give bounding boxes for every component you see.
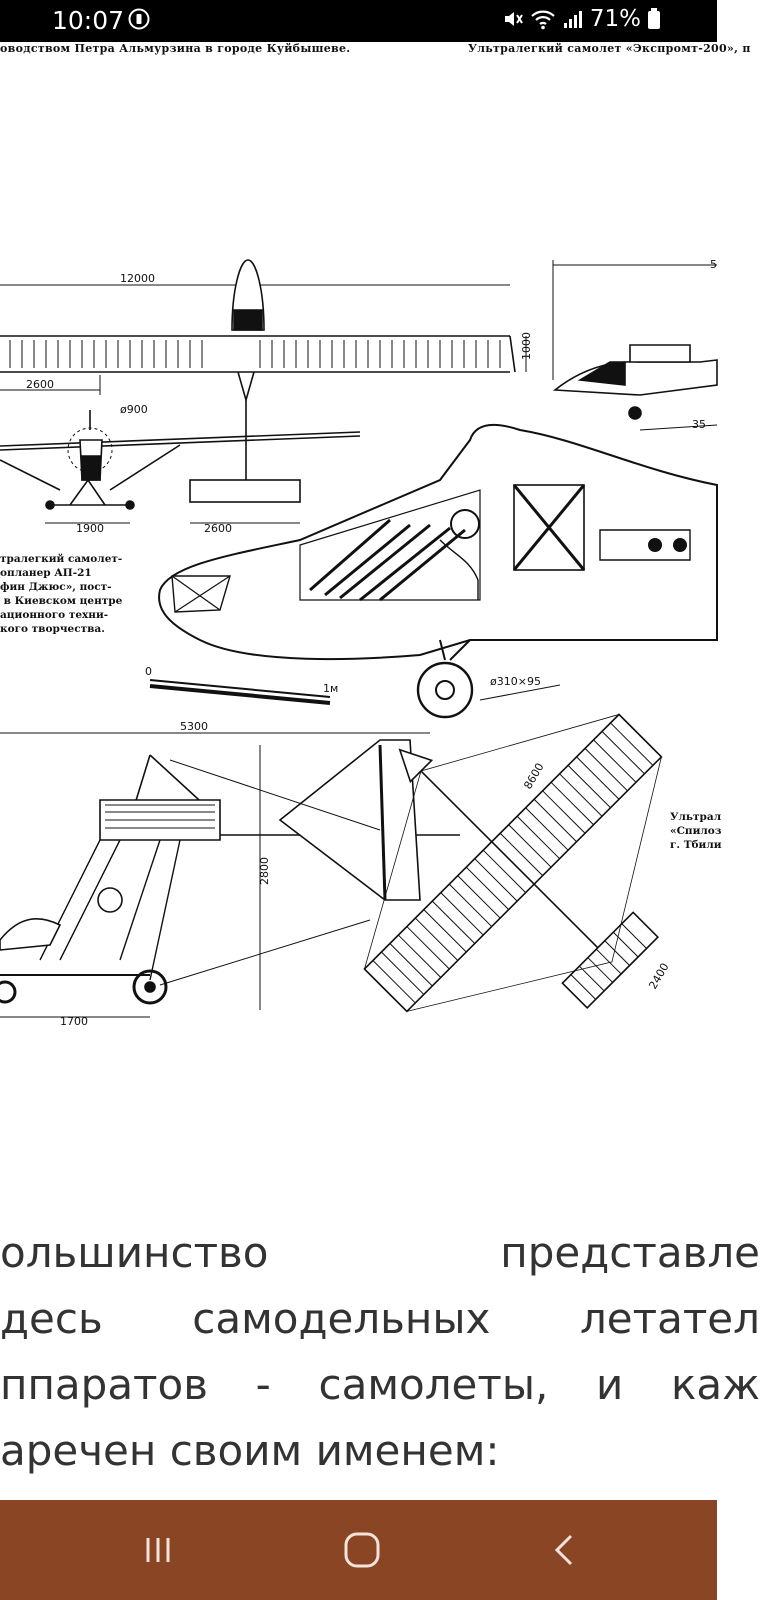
dim-12000: 12000 (120, 272, 155, 285)
article-line-2: десь самодельных летател (0, 1294, 760, 1343)
article-line-4: аречен своим именем: (0, 1426, 500, 1475)
ekspromt-side-view (552, 260, 718, 431)
status-time: 10:07 (52, 6, 125, 35)
note-spiloz: Ультрал «Спилоз г. Тбили (670, 811, 722, 851)
dim-wheel: ø310×95 (490, 675, 541, 688)
battery-icon (648, 8, 660, 29)
dim-35: 35 (692, 418, 706, 431)
dim-5300: 5300 (180, 720, 208, 733)
article-text: ольшинство представле десь самодельных л… (0, 1220, 760, 1484)
dim-5: 5 (710, 258, 717, 271)
dim-2600b: 2600 (204, 522, 232, 535)
do-not-disturb-icon (128, 8, 150, 30)
article-content[interactable]: оводством Петра Альмурзина в городе Куйб… (0, 42, 760, 1500)
dim-1700: 1700 (60, 1015, 88, 1028)
ap21-front-view (0, 259, 527, 503)
recent-apps-icon[interactable] (128, 1530, 188, 1570)
back-icon[interactable] (535, 1530, 595, 1570)
article-line-1: ольшинство представле (0, 1228, 760, 1277)
scan-caption-right: Ультралегкий самолет «Экспромт-200», п (468, 42, 751, 55)
wifi-icon (531, 10, 555, 30)
article-line-3: ппаратов - самолеты, и каж (0, 1360, 760, 1409)
dim-8600: 8600 (521, 761, 546, 792)
aircraft-blueprint-image: 12000 1000 2600 ø900 1900 2600 (0, 258, 718, 1028)
signal-icon (563, 11, 582, 28)
scan-caption-left: оводством Петра Альмурзина в городе Куйб… (0, 42, 351, 55)
dim-2800: 2800 (258, 857, 271, 885)
dim-2400: 2400 (646, 961, 671, 992)
spiloz-plan-view (363, 713, 663, 1013)
battery-percent: 71% (589, 6, 641, 32)
dim-2600a: 2600 (26, 378, 54, 391)
note-ap21: тралегкий самолет- опланер АП-21 фин Джю… (0, 553, 123, 635)
mute-icon (504, 12, 523, 26)
status-bar: 10:07 71% (0, 0, 717, 42)
scale-zero: 0 (145, 665, 152, 678)
dim-1000: 1000 (520, 332, 533, 360)
trike-side-view (0, 732, 460, 1018)
dim-1900: 1900 (76, 522, 104, 535)
scale-bar (149, 679, 331, 705)
navigation-bar (0, 1500, 717, 1600)
ap21-small-front-view (0, 410, 361, 524)
status-right: 71% (502, 6, 661, 32)
dim-900: ø900 (120, 403, 148, 416)
ap21-side-view (158, 423, 718, 719)
scale-one: 1м (323, 682, 338, 695)
home-icon[interactable] (332, 1530, 392, 1570)
